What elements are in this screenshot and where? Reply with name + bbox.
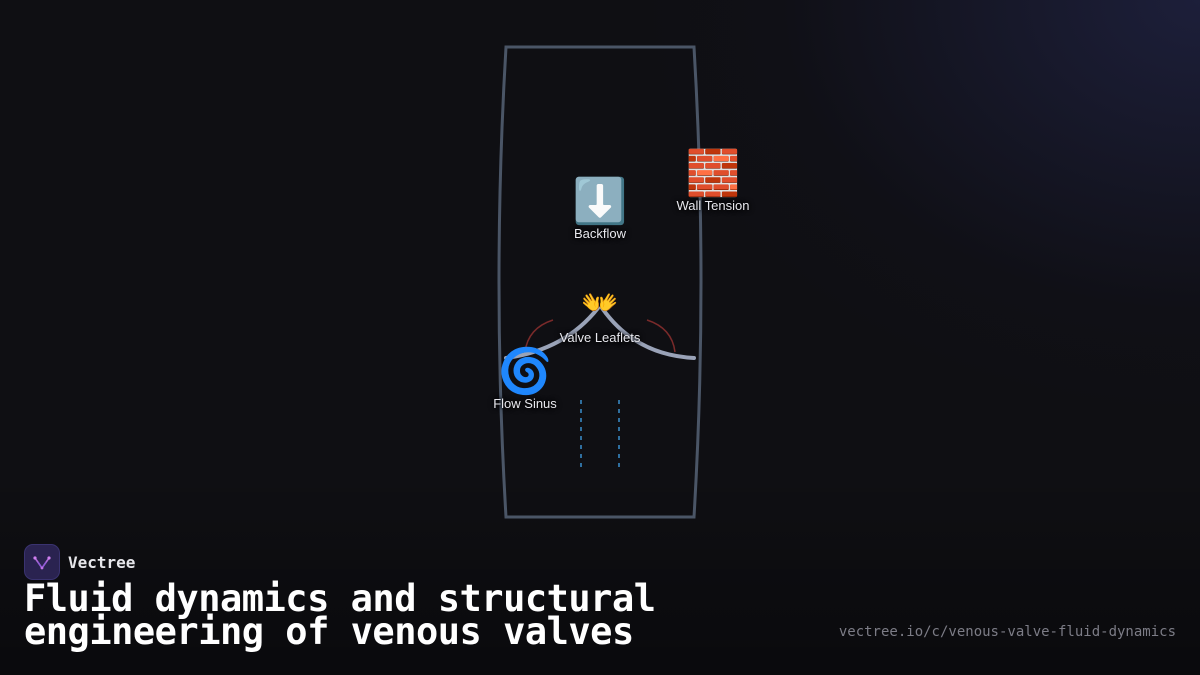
brand-name: Vectree xyxy=(68,552,136,572)
brick-icon: 🧱 xyxy=(685,149,741,198)
node-valve-leaflets: 👐 Valve Leaflets xyxy=(560,288,641,346)
node-label-wall-tension: Wall Tension xyxy=(676,198,750,213)
node-label-flow-sinus: Flow Sinus xyxy=(493,396,557,411)
node-flow-sinus: 🌀 Flow Sinus xyxy=(493,348,557,412)
vein-wall xyxy=(497,45,703,519)
page-url[interactable]: vectree.io/c/venous-valve-fluid-dynamics xyxy=(838,624,1176,640)
sinus-arc-left xyxy=(524,319,554,353)
node-label-backflow: Backflow xyxy=(573,226,627,241)
valve-leaflet-left xyxy=(504,306,600,360)
node-wall-tension: 🧱 Wall Tension xyxy=(677,150,750,214)
sinus-arc-right xyxy=(646,319,676,353)
vectree-logo-icon xyxy=(24,544,60,580)
page-title: Fluid dynamics and structural engineerin… xyxy=(24,577,656,653)
valve-leaflet-right xyxy=(600,306,696,360)
down-arrow-icon: ⬇️ xyxy=(572,177,628,226)
node-backflow: ⬇️ Backflow xyxy=(573,178,628,242)
brand: Vectree xyxy=(24,544,135,580)
open-hands-icon: 👐 xyxy=(581,287,619,320)
cyclone-icon: 🌀 xyxy=(497,347,553,396)
node-label-valve-leaflets: Valve Leaflets xyxy=(559,330,641,345)
